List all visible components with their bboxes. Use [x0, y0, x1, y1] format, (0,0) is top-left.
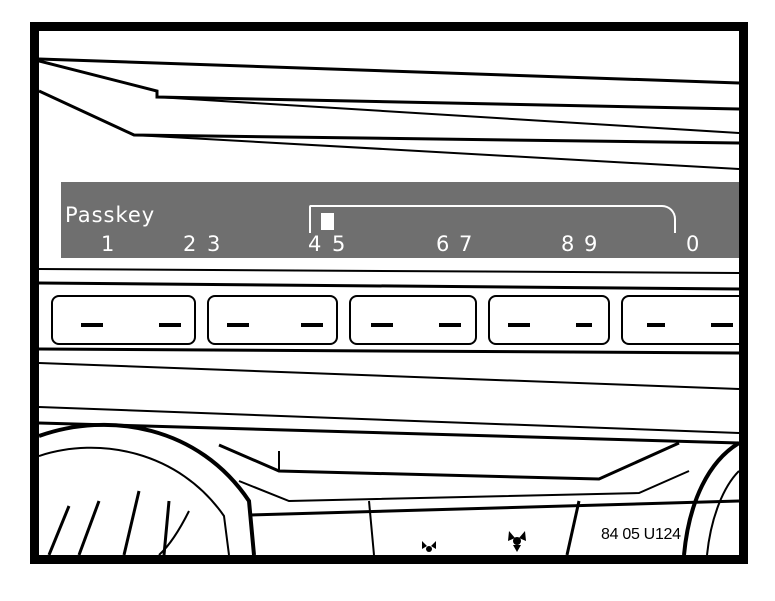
softkey-indicator-right	[576, 323, 592, 327]
softkey-indicator-right	[711, 323, 733, 327]
softkey-indicator-left	[647, 323, 665, 327]
digit-3[interactable]: 3	[207, 232, 221, 256]
passkey-label: Passkey	[65, 203, 156, 227]
softkey-5[interactable]	[621, 295, 739, 345]
softkey-indicator-left	[227, 323, 249, 327]
dashboard-line-art	[39, 57, 739, 555]
digit-selector-row: 1 2 3 4 5 6 7 8 9 0	[61, 232, 739, 256]
digit-7[interactable]: 7	[459, 232, 473, 256]
digit-0[interactable]: 0	[686, 232, 700, 256]
softkey-3[interactable]	[349, 295, 477, 345]
softkey-indicator-right	[159, 323, 181, 327]
softkey-row	[39, 289, 739, 349]
figure-code: 84 05 U124	[599, 526, 683, 544]
softkey-indicator-right	[301, 323, 323, 327]
digit-2[interactable]: 2	[183, 232, 197, 256]
radio-display: Passkey 1 2 3 4 5 6 7 8 9 0	[61, 182, 739, 258]
softkey-indicator-left	[81, 323, 103, 327]
digit-6[interactable]: 6	[436, 232, 450, 256]
digit-8[interactable]: 8	[561, 232, 575, 256]
digit-4[interactable]: 4	[308, 232, 322, 256]
digit-9[interactable]: 9	[584, 232, 598, 256]
figure-canvas: Passkey 1 2 3 4 5 6 7 8 9 0	[39, 31, 739, 555]
softkey-1[interactable]	[51, 295, 196, 345]
softkey-indicator-right	[439, 323, 461, 327]
entry-cursor	[321, 213, 334, 230]
digit-5[interactable]: 5	[332, 232, 346, 256]
figure-frame: Passkey 1 2 3 4 5 6 7 8 9 0	[30, 22, 748, 564]
passkey-entry-field[interactable]	[309, 205, 676, 233]
softkey-4[interactable]	[488, 295, 610, 345]
softkey-indicator-left	[508, 323, 530, 327]
digit-1[interactable]: 1	[101, 232, 115, 256]
softkey-indicator-left	[371, 323, 393, 327]
softkey-2[interactable]	[207, 295, 338, 345]
